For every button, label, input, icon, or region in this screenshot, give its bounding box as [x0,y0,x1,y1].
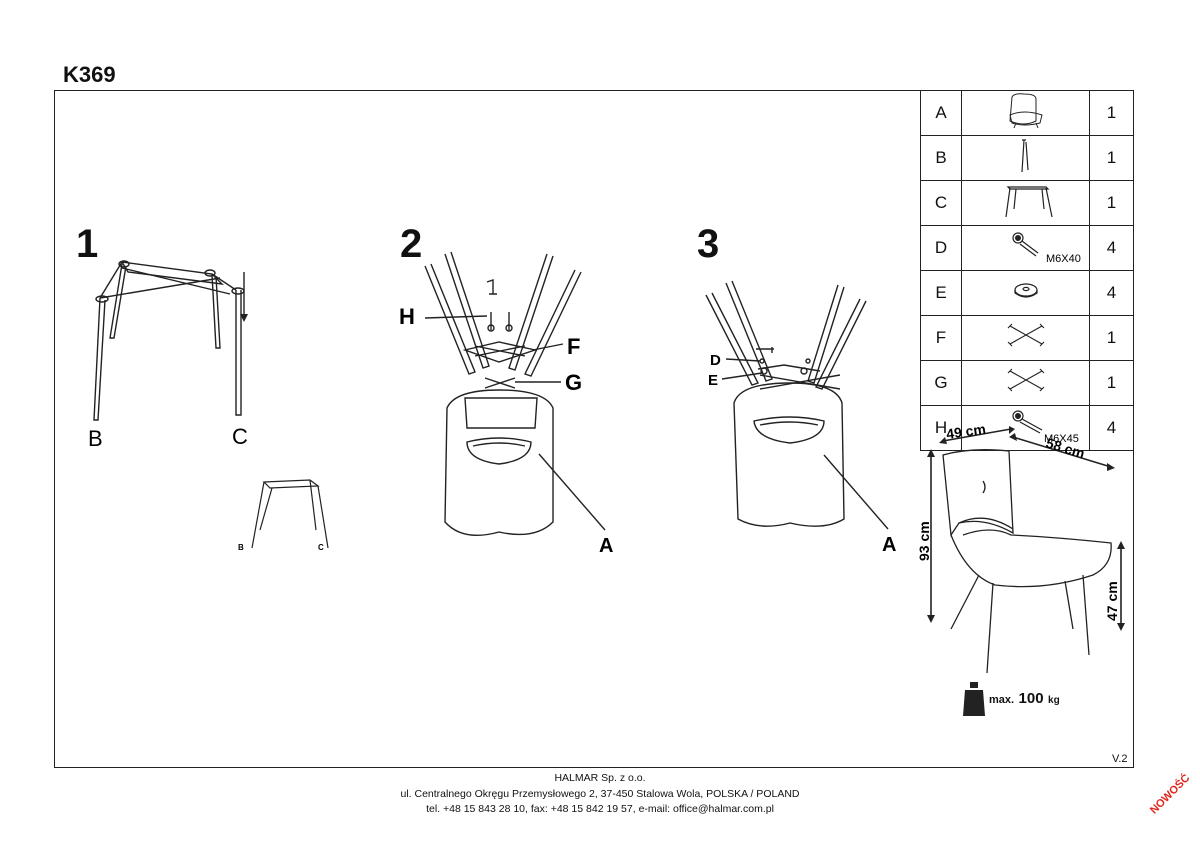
parts-row: E 4 [920,270,1134,316]
part-letter: B [920,135,962,181]
bolt-icon: M6X40 [1012,232,1081,265]
parts-row: G 1 [920,360,1134,406]
step-1-label-b: B [88,426,103,451]
step-3-illustration: D E A [705,280,896,556]
part-qty: 1 [1089,180,1134,226]
step-2-illustration: H F G A [399,251,613,557]
max-load-prefix: max. [989,694,1015,706]
part-letter: E [920,270,962,316]
parts-row: A 1 [920,90,1134,136]
weight-icon [963,682,985,716]
part-illustration-cell [961,180,1090,226]
single-leg-icon [1021,139,1029,173]
part-qty: 4 [1089,405,1134,451]
dimension-width: 49 cm [945,425,987,442]
part-letter: A [920,90,962,136]
part-illustration-cell: M6X40 [961,225,1090,271]
max-load-value: 100 [1018,690,1044,707]
part-letter: D [920,225,962,271]
parts-list-table: A 1 B 1 C [920,90,1134,451]
part-illustration-cell [961,360,1090,406]
step-2-label-a: A [599,535,613,557]
step-3-number: 3 [697,222,720,266]
dimension-seat-height: 47 cm [1104,581,1120,621]
cross-bracket-icon [1007,323,1045,347]
part-letter: C [920,180,962,226]
parts-row: H M6X45 4 [920,405,1134,451]
bolt-icon: M6X45 [1012,410,1079,445]
footer-address: ul. Centralnego Okręgu Przemysłowego 2, … [400,788,800,800]
step-1-number: 1 [76,222,99,266]
cross-bracket-icon [1007,368,1045,392]
part-qty: 4 [1089,225,1134,271]
footer-company: HALMAR Sp. z o.o. [554,772,646,784]
part-qty: 1 [1089,360,1134,406]
dimension-height: 93 cm [916,521,932,561]
step-1-mini-label-c: C [318,543,324,552]
part-illustration-cell: M6X45 [961,405,1090,451]
step-1-illustration: B C B C [88,260,329,552]
step-2-number: 2 [400,222,423,266]
dimension-depth: 58 cm [1044,435,1087,462]
chair-seat-icon [1009,93,1043,129]
version-label: V.2 [1112,753,1128,765]
part-qty: 4 [1089,270,1134,316]
step-2-label-f: F [567,334,580,359]
part-illustration-cell [961,90,1090,136]
part-illustration-cell [961,315,1090,361]
instruction-frame [54,90,1134,768]
parts-row: F 1 [920,315,1134,361]
model-title: K369 [63,62,116,87]
parts-row: C 1 [920,180,1134,226]
step-1-label-c: C [232,424,248,449]
footer-contact: tel. +48 15 843 28 10, fax: +48 15 842 1… [426,803,774,815]
part-letter: G [920,360,962,406]
part-letter: F [920,315,962,361]
step-2-label-h: H [399,304,415,329]
step-2-label-g: G [565,370,582,395]
step-1-mini-label-b: B [238,543,244,552]
part-qty: 1 [1089,135,1134,181]
part-qty: 1 [1089,90,1134,136]
step-3-label-a: A [882,534,896,556]
step-3-label-e: E [708,372,718,389]
dimension-drawing: 49 cm 58 cm 93 cm 47 cm [916,425,1125,674]
max-load: max. 100 kg [989,690,1060,708]
max-load-unit: kg [1048,695,1060,706]
part-qty: 1 [1089,315,1134,361]
leg-frame-icon [1005,186,1053,218]
parts-row: D M6X40 4 [920,225,1134,271]
part-letter: H [920,405,962,451]
part-spec: M6X40 [1046,253,1081,265]
step-3-label-d: D [710,352,721,369]
washer-icon [1014,283,1038,298]
part-spec: M6X45 [1044,433,1079,445]
part-illustration-cell [961,270,1090,316]
parts-row: B 1 [920,135,1134,181]
part-illustration-cell [961,135,1090,181]
